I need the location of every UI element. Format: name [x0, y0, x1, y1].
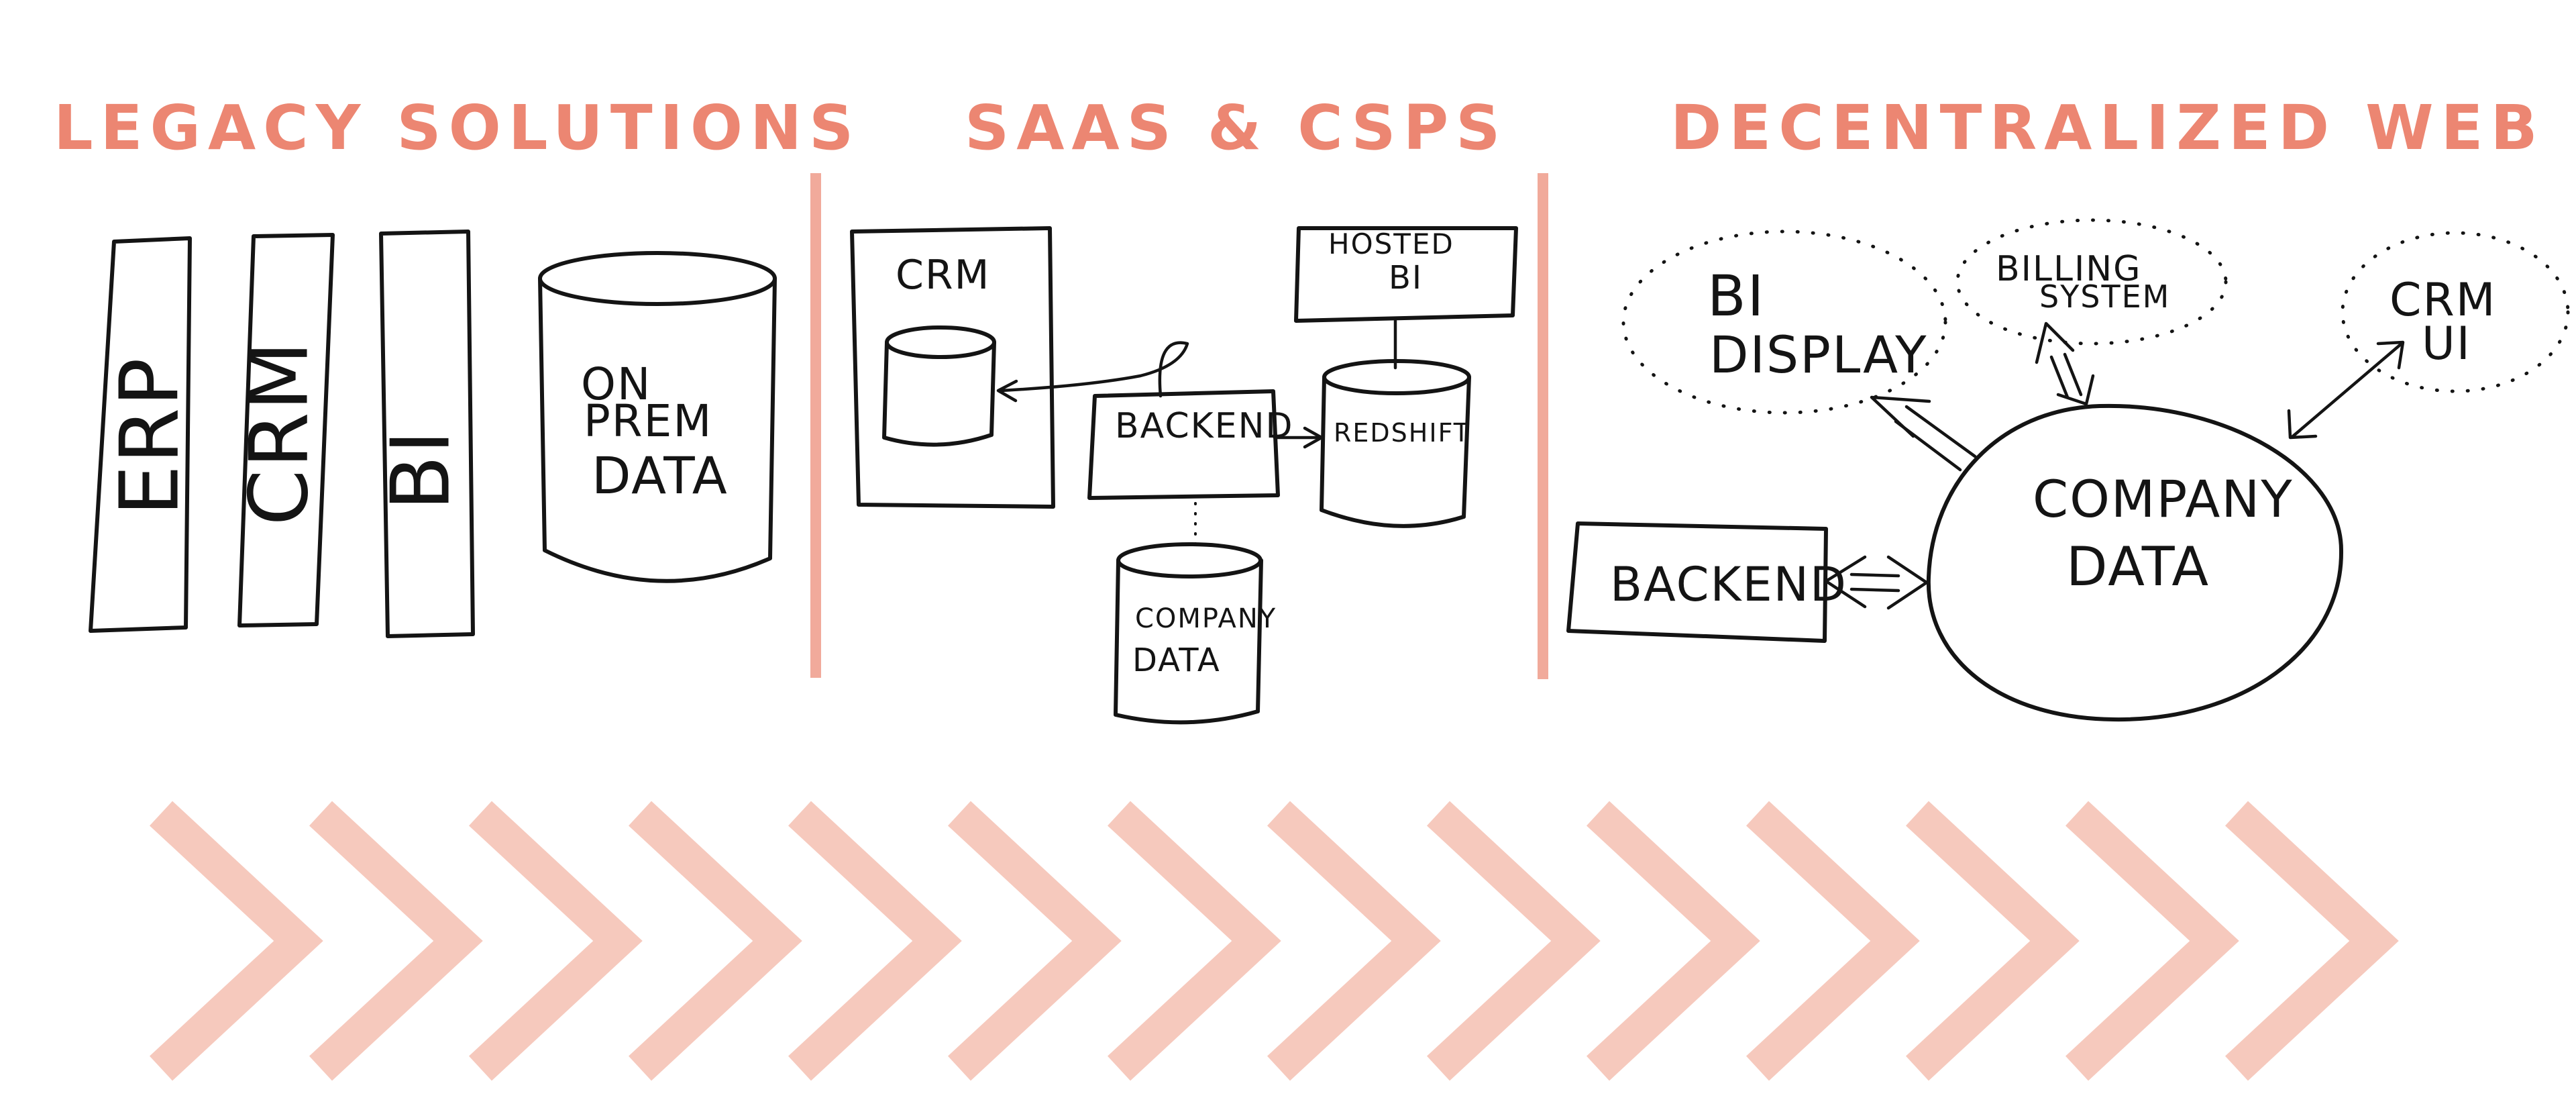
erp-label: ERP [104, 356, 197, 516]
bi-display-label-1: BI [1707, 263, 1765, 329]
bi-display-cloud: BI DISPLAY [1621, 230, 1947, 415]
saas-company-label-1: COMPANY [1135, 603, 1277, 634]
on-prem-label-1: ON [581, 358, 651, 410]
saas-section: CRM HOSTED BI BACKEND [850, 226, 1518, 725]
company-data-label-1: COMPANY [2033, 469, 2294, 529]
billing-system-cloud: BILLING SYSTEM [1955, 218, 2228, 346]
title-decentralized-web: DECENTRALIZED WEB [1670, 92, 2545, 164]
backend-to-crm-arrow [999, 341, 1189, 398]
chevron-10 [1587, 801, 1760, 1081]
crm-ui-cloud: CRM UI [2341, 231, 2570, 393]
billing-label-2: SYSTEM [2039, 279, 2170, 315]
saas-company-label-2: DATA [1132, 642, 1221, 679]
chevron-6 [948, 801, 1122, 1081]
saas-backend-label: BACKEND [1115, 406, 1294, 446]
chevron-2 [309, 801, 483, 1081]
on-prem-label-2: PREM [584, 395, 712, 447]
saas-company-data-cylinder: COMPANY DATA [1114, 542, 1277, 725]
redshift-label: REDSHIFT [1334, 418, 1470, 448]
crm-label: CRM [233, 340, 327, 526]
bi-display-label-2: DISPLAY [1709, 325, 1928, 385]
chevron-9 [1427, 801, 1601, 1081]
blob-to-bi-arrow [1870, 395, 1977, 472]
company-data-label-2: DATA [2066, 536, 2210, 598]
chevron-8 [1267, 801, 1441, 1081]
crm-ui-label-2: UI [2422, 317, 2471, 370]
erp-pillar: ERP [89, 236, 197, 633]
backend-to-blob-arrow [1824, 555, 1929, 610]
chevron-13 [2065, 801, 2239, 1081]
on-prem-data-cylinder: ON PREM DATA [538, 251, 777, 583]
saas-backend-box: BACKEND [996, 341, 1324, 552]
on-prem-label-3: DATA [592, 446, 729, 505]
decentralized-section: COMPANY DATA BI DISPLAY BILLING SYSTEM C… [1566, 218, 2570, 722]
chevron-4 [629, 801, 802, 1081]
chevron-5 [788, 801, 962, 1081]
saas-crm-label: CRM [896, 252, 990, 299]
redshift-cylinder: REDSHIFT [1320, 359, 1471, 528]
bi-label: BI [375, 429, 468, 511]
title-legacy-solutions: LEGACY SOLUTIONS [54, 92, 861, 164]
chevron-11 [1746, 801, 1920, 1081]
crm-pillar: CRM [233, 233, 335, 627]
legacy-section: ERP CRM BI ON PREM DATA [89, 230, 777, 638]
billing-label-1: BILLING [1996, 249, 2141, 289]
chevron-7 [1108, 801, 1281, 1081]
hosted-bi-label-1: HOSTED [1328, 228, 1454, 260]
hosted-bi-box: HOSTED BI [1294, 226, 1518, 370]
chevron-12 [1906, 801, 2080, 1081]
crm-ui-label-1: CRM [2390, 274, 2496, 327]
decentralized-backend-label: BACKEND [1610, 557, 1847, 612]
hosted-bi-label-2: BI [1389, 259, 1423, 297]
blob-to-crm-arrow [2287, 340, 2405, 440]
chevron-14 [2225, 801, 2399, 1081]
saas-crm-box: CRM [850, 226, 1055, 509]
company-data-blob: COMPANY DATA [1926, 403, 2344, 722]
title-saas-csps: SAAS & CSPS [965, 92, 1507, 164]
decentralized-backend-box: BACKEND [1566, 521, 1847, 643]
bi-pillar: BI [375, 230, 475, 638]
chevron-3 [469, 801, 643, 1081]
chevron-progress-row [150, 801, 2399, 1081]
billing-to-blob-arrow [2035, 321, 2095, 406]
chevron-1 [150, 801, 323, 1081]
